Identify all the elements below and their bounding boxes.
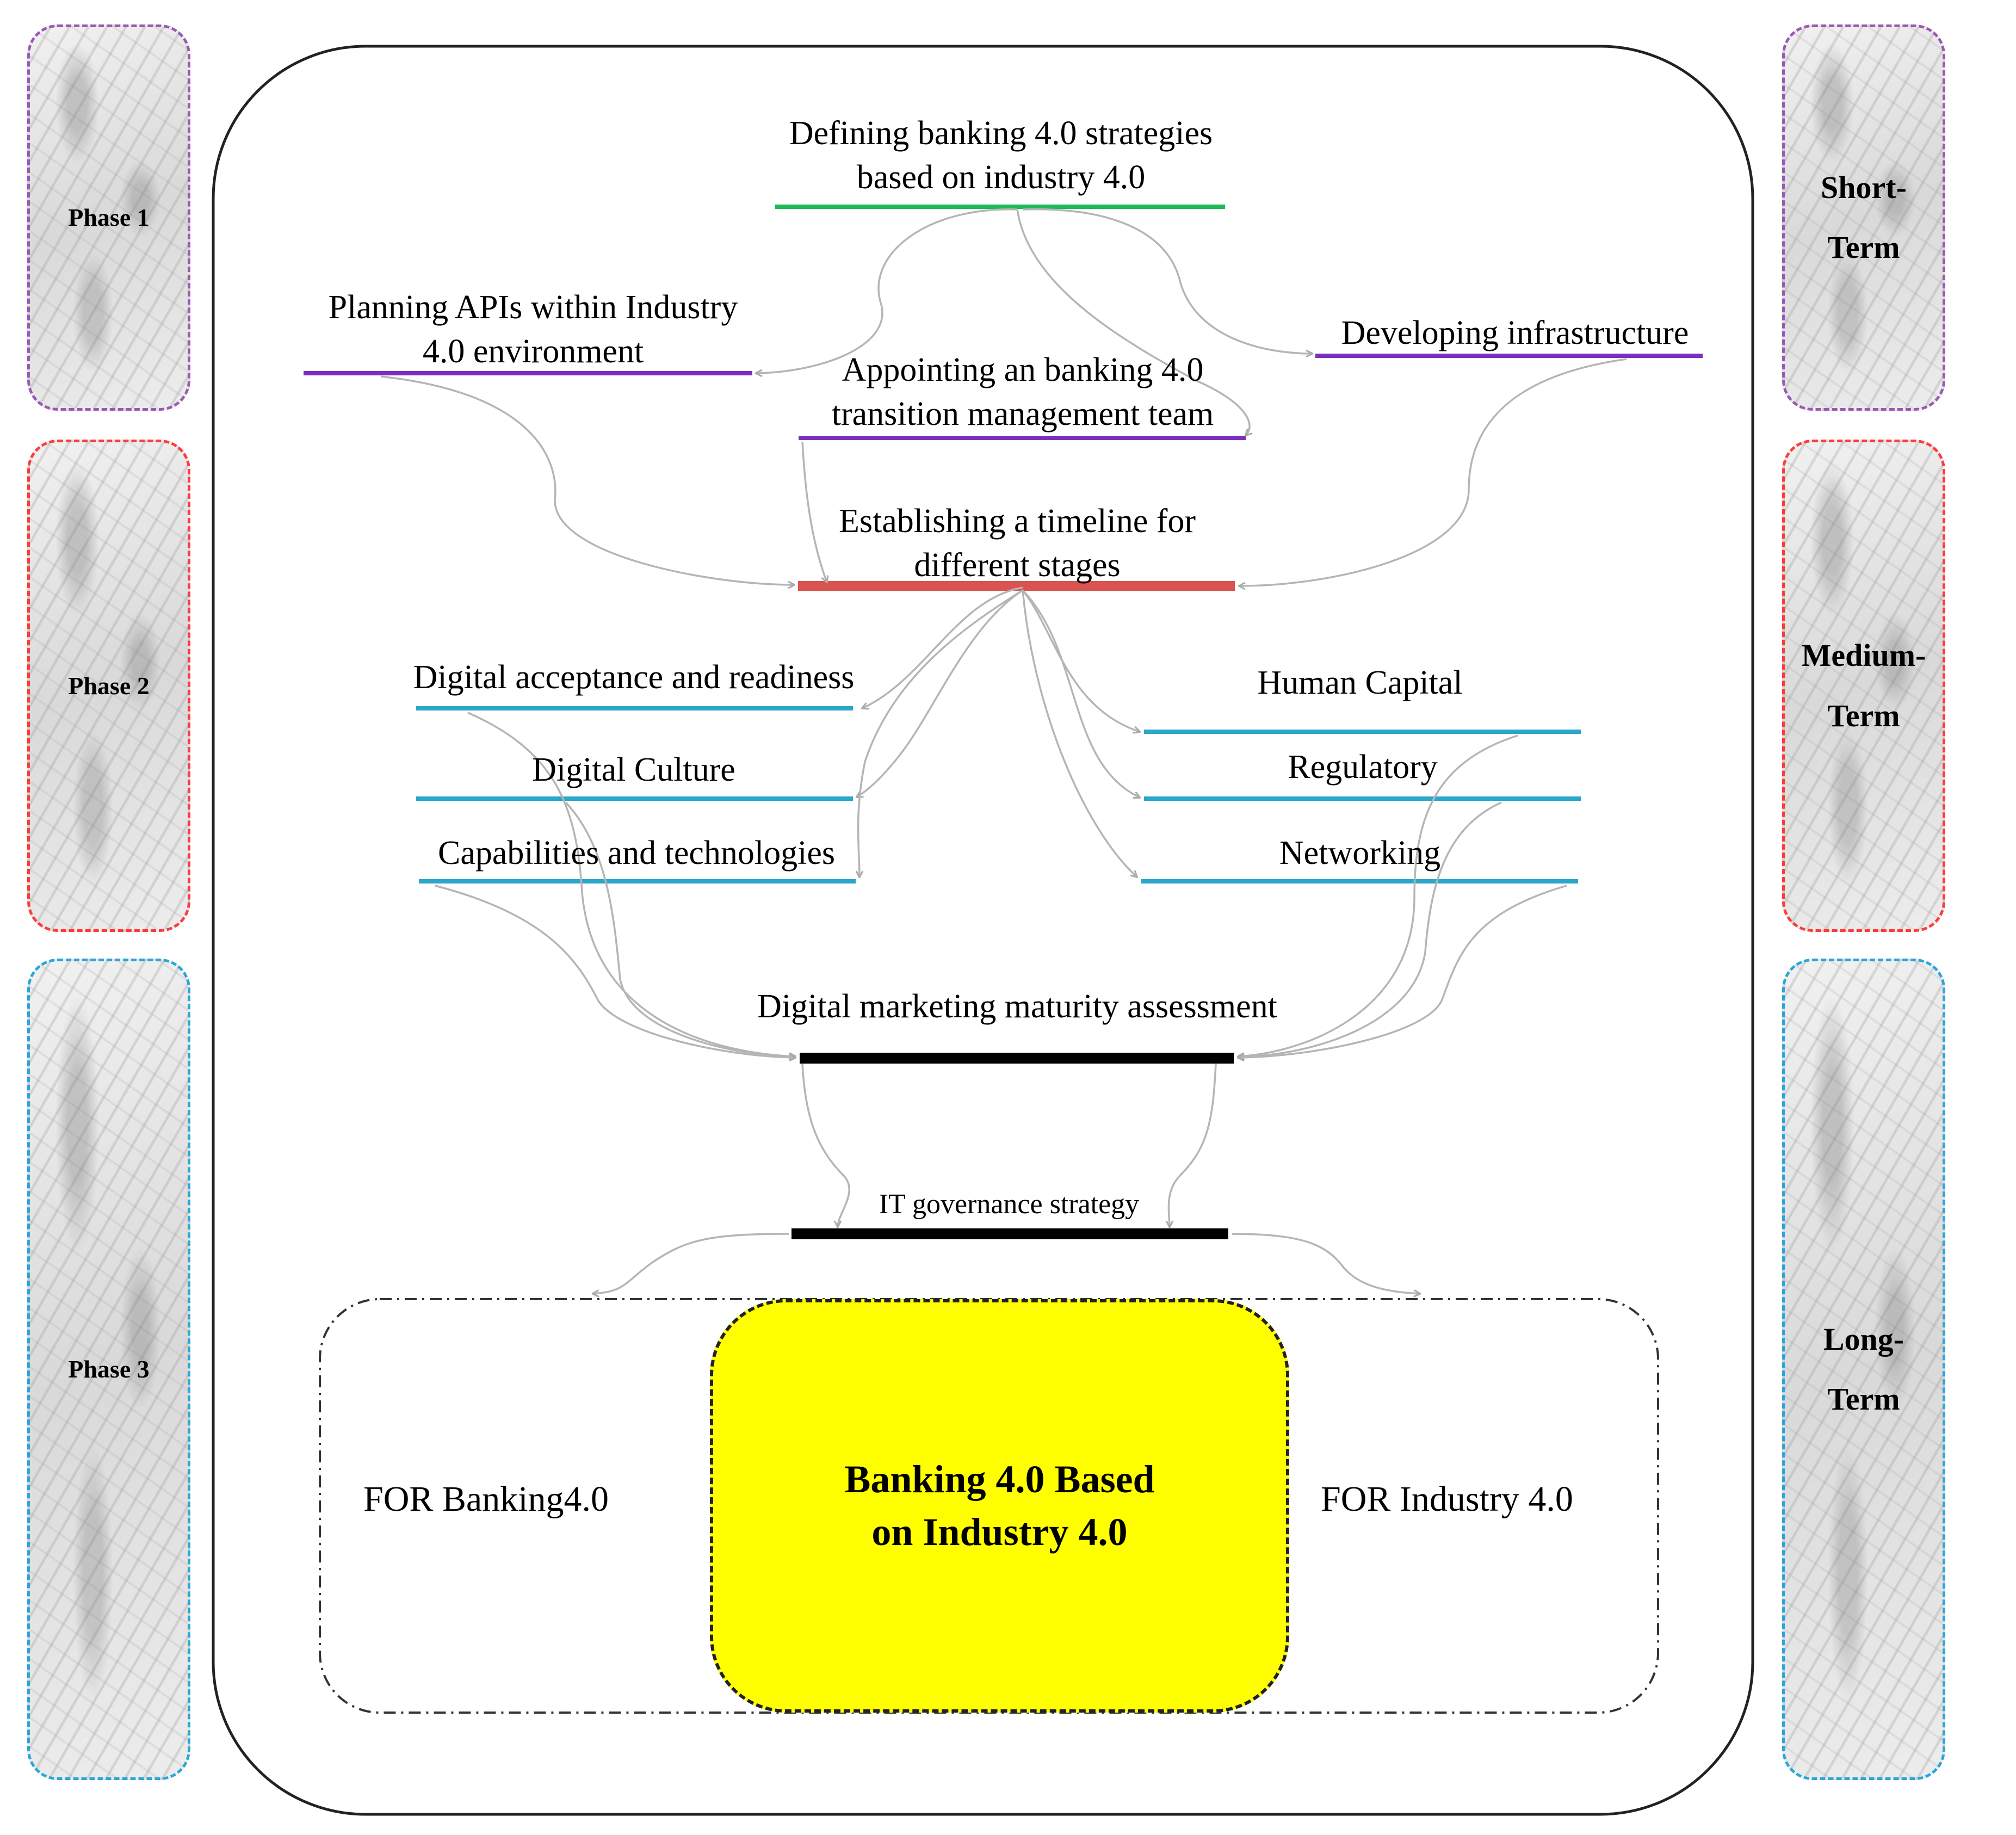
node-establishing-timeline: Establishing a timeline for different st… (789, 499, 1246, 587)
node-digital-acceptance: Digital acceptance and readiness (392, 656, 876, 700)
phase-panel-1: Phase 1 (27, 24, 190, 411)
phase-label-1: Phase 1 (68, 203, 150, 232)
phase-panel-3: Phase 3 (27, 959, 190, 1780)
node-developing-text: Developing infrastructure (1341, 314, 1689, 351)
node-defining-line1: Defining banking 4.0 strategies (789, 115, 1213, 152)
connector-arrows (380, 208, 1627, 1294)
node-human-capital: Human Capital (1142, 661, 1578, 705)
node-planning-line1: Planning APIs within Industry (328, 289, 738, 326)
node-appointing-line2: transition management team (831, 395, 1214, 433)
term-panel-medium: Medium- Term (1782, 440, 1945, 932)
node-defining-strategies: Defining banking 4.0 strategies based on… (751, 112, 1251, 199)
term-panel-long: Long- Term (1782, 959, 1945, 1780)
phase-label-2: Phase 2 (68, 671, 150, 700)
term-label-short-line2: Term (1827, 230, 1900, 265)
node-timeline-line2: different stages (914, 546, 1121, 584)
node-digital-culture: Digital Culture (416, 748, 851, 792)
term-label-long-line2: Term (1827, 1381, 1900, 1417)
node-appointing-line1: Appointing an banking 4.0 (842, 351, 1204, 388)
term-label-medium-line2: Term (1827, 697, 1900, 733)
core-box: Banking 4.0 Based on Industry 4.0 (710, 1299, 1289, 1713)
node-developing-infrastructure: Developing infrastructure (1316, 311, 1714, 355)
node-maturity-text: Digital marketing maturity assessment (757, 988, 1277, 1025)
node-networking-text: Networking (1279, 835, 1441, 872)
node-timeline-line1: Establishing a timeline for (838, 503, 1196, 540)
node-digital-culture-text: Digital Culture (532, 751, 735, 788)
node-appointing-team: Appointing an banking 4.0 transition man… (783, 348, 1262, 436)
node-human-capital-text: Human Capital (1257, 664, 1463, 701)
term-panel-short: Short- Term (1782, 24, 1945, 411)
node-defining-line2: based on industry 4.0 (856, 158, 1146, 196)
core-line2: on Industry 4.0 (871, 1510, 1128, 1554)
node-digital-acceptance-text: Digital acceptance and readiness (413, 659, 855, 696)
phase-label-3: Phase 3 (68, 1355, 150, 1383)
node-it-governance: IT governance strategy (789, 1186, 1229, 1223)
for-banking-label: FOR Banking4.0 (363, 1479, 609, 1519)
phase-panel-2: Phase 2 (27, 440, 190, 932)
node-capabilities-text: Capabilities and technologies (437, 835, 836, 872)
for-industry-label: FOR Industry 4.0 (1321, 1479, 1573, 1519)
node-capabilities: Capabilities and technologies (403, 831, 870, 875)
outer-frame (212, 45, 1754, 1816)
term-label-short-line1: Short- (1821, 169, 1907, 205)
core-text: Banking 4.0 Based on Industry 4.0 (844, 1453, 1154, 1559)
node-regulatory-text: Regulatory (1288, 749, 1438, 786)
core-line1: Banking 4.0 Based (844, 1457, 1155, 1501)
node-it-governance-text: IT governance strategy (879, 1189, 1140, 1220)
node-networking: Networking (1140, 831, 1580, 875)
node-maturity-assessment: Digital marketing maturity assessment (707, 985, 1327, 1029)
node-planning-apis: Planning APIs within Industry 4.0 enviro… (294, 286, 772, 373)
term-label-medium-line1: Medium- (1801, 638, 1926, 674)
term-label-long-line1: Long- (1823, 1321, 1904, 1357)
node-planning-line2: 4.0 environment (422, 332, 644, 370)
node-regulatory: Regulatory (1142, 745, 1583, 789)
